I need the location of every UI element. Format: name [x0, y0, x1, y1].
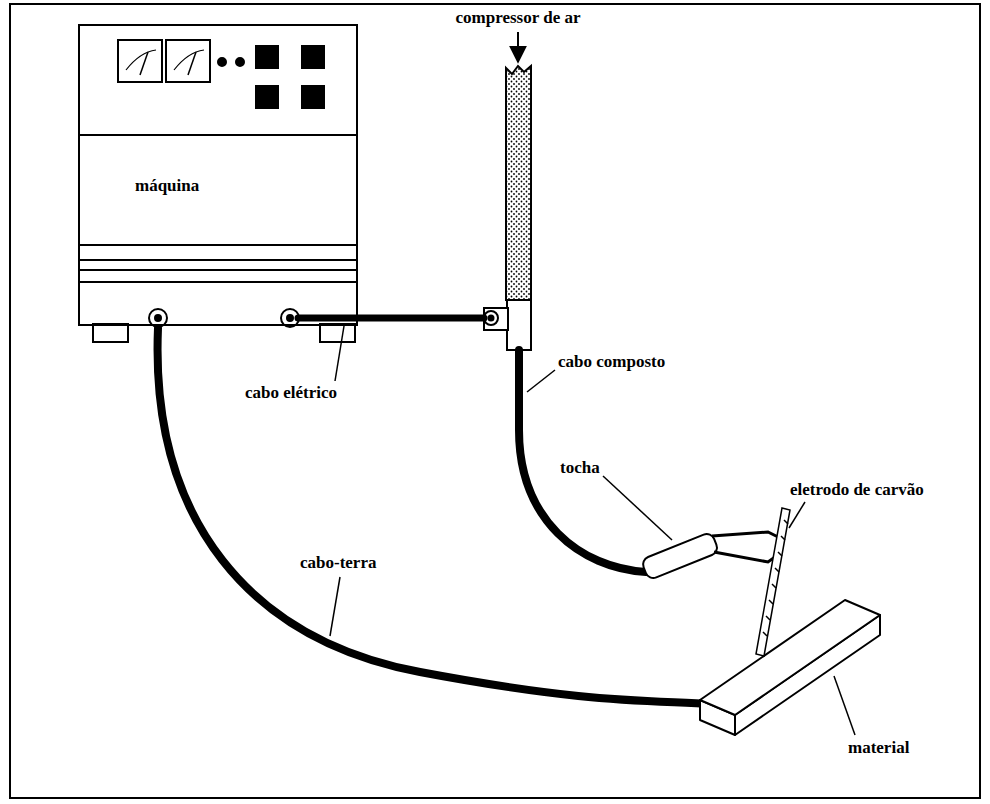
node-label: máquina: [135, 176, 199, 196]
part-label: material: [848, 738, 909, 758]
part-label: compressor de ar: [456, 8, 581, 28]
carbon-electrode: [756, 508, 790, 656]
part-label: cabo composto: [558, 352, 665, 372]
machine-details: [79, 40, 357, 342]
part-label: tocha: [560, 458, 600, 478]
part-label: eletrodo de carvão: [790, 480, 924, 500]
part-label: cabo elétrico: [245, 383, 337, 403]
leader-lines: [330, 326, 855, 735]
cables: [158, 318, 712, 704]
machine-box: máquina: [78, 24, 358, 326]
part-label: cabo-terra: [300, 553, 376, 573]
frame: [10, 4, 980, 798]
torch: [641, 532, 784, 581]
work-plate: [700, 600, 880, 735]
air-hose: [484, 32, 531, 350]
